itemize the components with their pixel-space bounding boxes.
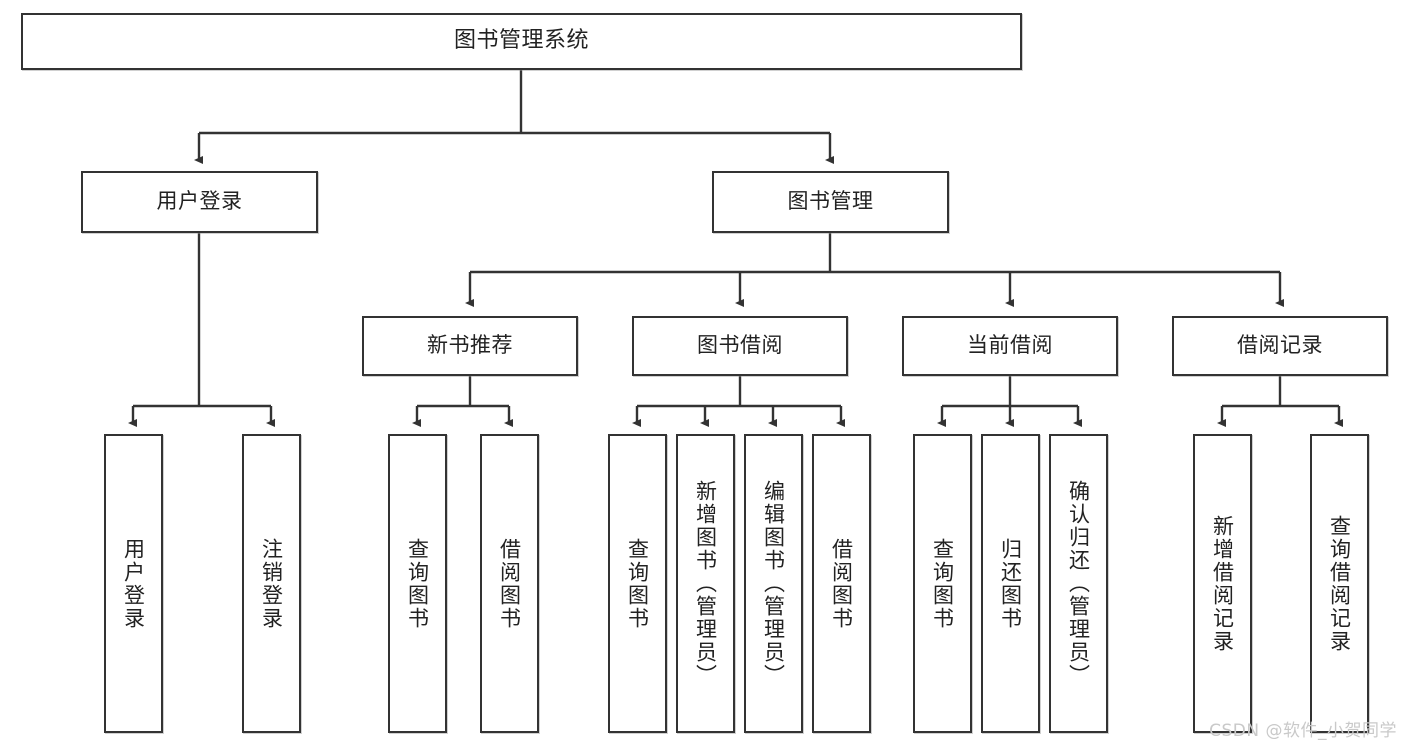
- node-leaf-add-borrow-record-label: 新增借阅记录: [1210, 514, 1235, 653]
- node-borrow-records-label: 借阅记录: [1237, 333, 1323, 358]
- node-leaf-query-book-borrow-label: 查询图书: [625, 537, 650, 630]
- node-book-management[interactable]: 图书管理: [712, 171, 949, 233]
- node-leaf-query-borrow-record-label: 查询借阅记录: [1327, 514, 1352, 653]
- node-leaf-confirm-return-admin-label: 确认归还（管理员）: [1066, 480, 1091, 687]
- node-leaf-borrow-book-label: 借阅图书: [829, 537, 854, 630]
- node-leaf-query-book-borrow[interactable]: 查询图书: [608, 434, 667, 733]
- node-leaf-user-login[interactable]: 用户登录: [104, 434, 163, 733]
- node-leaf-query-book-recommend[interactable]: 查询图书: [388, 434, 447, 733]
- node-leaf-edit-book-admin[interactable]: 编辑图书（管理员）: [744, 434, 803, 733]
- node-leaf-query-book-recommend-label: 查询图书: [405, 537, 430, 630]
- node-leaf-query-book-current-label: 查询图书: [930, 537, 955, 630]
- node-root-system[interactable]: 图书管理系统: [21, 13, 1022, 70]
- node-leaf-add-book-admin-label: 新增图书（管理员）: [693, 480, 718, 687]
- node-user-login[interactable]: 用户登录: [81, 171, 318, 233]
- node-borrow-records[interactable]: 借阅记录: [1172, 316, 1388, 376]
- node-leaf-logout-label: 注销登录: [259, 537, 284, 630]
- node-book-borrow[interactable]: 图书借阅: [632, 316, 848, 376]
- node-leaf-add-book-admin[interactable]: 新增图书（管理员）: [676, 434, 735, 733]
- node-leaf-borrow-book-recommend-label: 借阅图书: [497, 537, 522, 630]
- node-book-borrow-label: 图书借阅: [697, 333, 783, 358]
- node-leaf-return-book-label: 归还图书: [998, 537, 1023, 630]
- node-leaf-return-book[interactable]: 归还图书: [981, 434, 1040, 733]
- node-leaf-borrow-book[interactable]: 借阅图书: [812, 434, 871, 733]
- node-leaf-confirm-return-admin[interactable]: 确认归还（管理员）: [1049, 434, 1108, 733]
- node-leaf-logout[interactable]: 注销登录: [242, 434, 301, 733]
- node-leaf-borrow-book-recommend[interactable]: 借阅图书: [480, 434, 539, 733]
- node-user-login-label: 用户登录: [156, 189, 243, 214]
- node-new-book-recommend-label: 新书推荐: [427, 333, 513, 358]
- node-root-system-label: 图书管理系统: [453, 28, 589, 54]
- node-book-management-label: 图书管理: [787, 189, 874, 214]
- node-current-borrow[interactable]: 当前借阅: [902, 316, 1118, 376]
- node-leaf-user-login-label: 用户登录: [121, 537, 146, 630]
- node-leaf-add-borrow-record[interactable]: 新增借阅记录: [1193, 434, 1252, 733]
- node-current-borrow-label: 当前借阅: [967, 333, 1053, 358]
- node-leaf-query-borrow-record[interactable]: 查询借阅记录: [1310, 434, 1369, 733]
- csdn-watermark: CSDN @软件_小贺同学: [1209, 721, 1397, 741]
- node-new-book-recommend[interactable]: 新书推荐: [362, 316, 578, 376]
- node-leaf-edit-book-admin-label: 编辑图书（管理员）: [761, 480, 786, 687]
- node-leaf-query-book-current[interactable]: 查询图书: [913, 434, 972, 733]
